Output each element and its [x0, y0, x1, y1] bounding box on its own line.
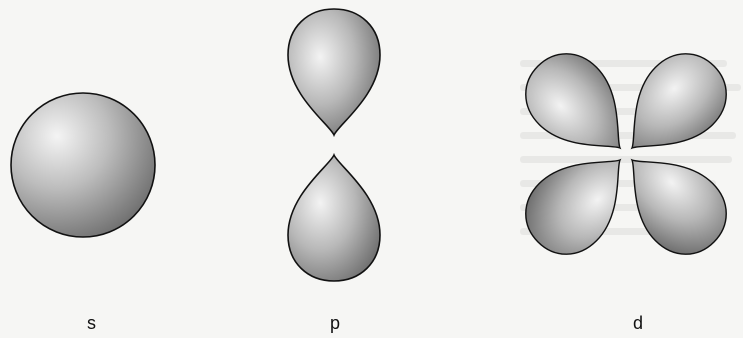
p-orbital: [287, 8, 381, 282]
p-orbital-lower-lobe: [287, 154, 381, 282]
d-orbital: [508, 36, 743, 272]
s-orbital-label: s: [87, 313, 96, 333]
d-orbital-label: d: [633, 313, 644, 333]
d-orbital-lobe-lower-left: [508, 130, 650, 272]
d-orbital-lobe-upper-left: [508, 36, 650, 178]
d-orbital-lobe-upper-right: [602, 36, 743, 178]
p-orbital-upper-lobe: [287, 8, 381, 136]
d-orbital-lobe-lower-right: [602, 130, 743, 272]
p-orbital-label: p: [330, 313, 341, 333]
s-orbital-sphere: [10, 92, 156, 238]
